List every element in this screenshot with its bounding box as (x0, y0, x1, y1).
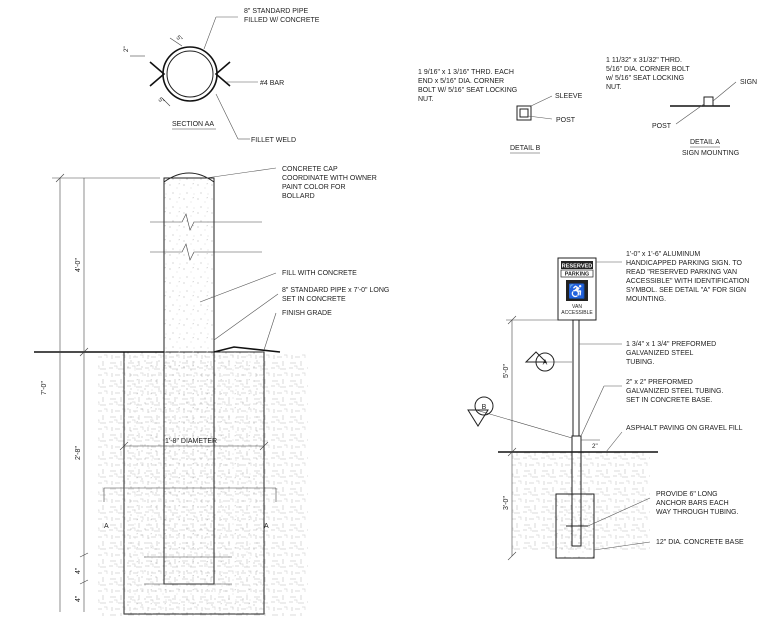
dim-2ft8: 2'-8" (75, 446, 82, 460)
accessibility-symbol (566, 280, 588, 301)
base-tubing-note: 2" x 2" PREFORMED GALVANIZED STEEL TUBIN… (626, 379, 725, 404)
callout-b (474, 396, 494, 416)
section-aa-title: SECTION AA (172, 121, 214, 128)
dim-4in-upper: 4" (75, 567, 82, 574)
upper-tubing (572, 319, 580, 437)
detail-a: 1 11/32" x 31/32" THRD. 5/16" DIA. CORNE… (605, 57, 757, 157)
detail-b-note: 1 9/16" x 1 3/16" THRD. EACH END x 5/16"… (418, 69, 519, 103)
detail-b-sleeve: SLEEVE (555, 93, 583, 100)
detail-b-title: DETAIL B (510, 145, 541, 152)
dim-2in-post: 2" (592, 443, 598, 450)
bollard-detail: A A 1'-8" DIAMETER 7'-0" 4'-0" 2'-8" 4" … (34, 166, 391, 616)
tubing-note: 1 3/4" x 1 3/4" PREFORMED GALVANIZED STE… (626, 341, 718, 366)
fill-note: FILL WITH CONCRETE (282, 270, 357, 277)
sign-post-detail: RESERVED PARKING ♿ VAN ACCESSIBLE 5'-0" … (467, 251, 751, 561)
dim-2in: 2" (123, 46, 130, 52)
asphalt-note: ASPHALT PAVING ON GRAVEL FILL (626, 425, 743, 432)
detail-a-note: 1 11/32" x 31/32" THRD. 5/16" DIA. CORNE… (605, 57, 691, 91)
anchor-note: PROVIDE 6" LONG ANCHOR BARS EACH WAY THR… (656, 491, 739, 516)
weld-note: FILLET WELD (251, 137, 296, 144)
sign-reserved: RESERVED (562, 264, 593, 270)
cap-note: CONCRETE CAP COORDINATE WITH OWNER PAINT… (282, 166, 379, 200)
detail-a-subtitle: SIGN MOUNTING (682, 150, 739, 157)
wheelchair-icon: ♿ (568, 283, 585, 300)
dim-7ft: 7'-0" (41, 381, 48, 395)
detail-a-sign: SIGN (740, 79, 757, 86)
bar-note: #4 BAR (260, 80, 284, 87)
detail-a-post (703, 96, 714, 107)
diameter-label: 1'-8" DIAMETER (165, 438, 217, 445)
callout-a (535, 352, 555, 372)
dim-3ft: 3'-0" (503, 496, 510, 510)
section-a-right: A (264, 523, 269, 530)
detail-a-title: DETAIL A (690, 139, 720, 146)
svg-text:B: B (482, 404, 487, 411)
finish-grade-line (34, 346, 281, 353)
break-line-top (150, 213, 262, 231)
bar-left (149, 61, 166, 87)
concrete-base-note: 12" DIA. CONCRETE BASE (656, 539, 744, 546)
dim-5in-top: 5" (175, 34, 184, 43)
detail-b: 1 9/16" x 1 3/16" THRD. EACH END x 5/16"… (418, 69, 583, 154)
grade-note: FINISH GRADE (282, 310, 332, 317)
pipe-fill (164, 178, 214, 584)
sleeve-outline (516, 105, 532, 121)
section-aa: 2" 5" 5" 8" STANDARD PIPE FILLED W/ CONC… (123, 8, 320, 144)
lower-tubing (571, 435, 582, 547)
dim-5ft: 5'-0" (503, 364, 510, 378)
pipe-length-note: 8" STANDARD PIPE x 7'-0" LONG SET IN CON… (282, 287, 391, 303)
detail-b-post: POST (556, 117, 576, 124)
detail-a-post-label: POST (652, 123, 672, 130)
sign-van: VAN (572, 304, 582, 310)
concrete-cap (163, 172, 215, 183)
pipe-inner (166, 50, 214, 98)
sign-note: 1'-0" x 1'-6" ALUMINUM HANDICAPPED PARKI… (626, 251, 751, 303)
sign-reserved-band (561, 261, 593, 269)
section-a-left: A (104, 523, 109, 530)
sign-accessible: ACCESSIBLE (561, 310, 593, 316)
dim-4ft: 4'-0" (75, 258, 82, 272)
pipe-outer (162, 46, 218, 102)
pipe-note: 8" STANDARD PIPE FILLED W/ CONCRETE (244, 8, 320, 24)
sign-parking: PARKING (565, 272, 589, 278)
dim-4in-lower: 4" (75, 595, 82, 602)
bar-right (214, 61, 231, 87)
dim-5in-bottom: 5" (157, 96, 166, 105)
post-outline (519, 108, 529, 118)
break-line-bottom (150, 243, 262, 261)
svg-text:A: A (543, 360, 548, 367)
